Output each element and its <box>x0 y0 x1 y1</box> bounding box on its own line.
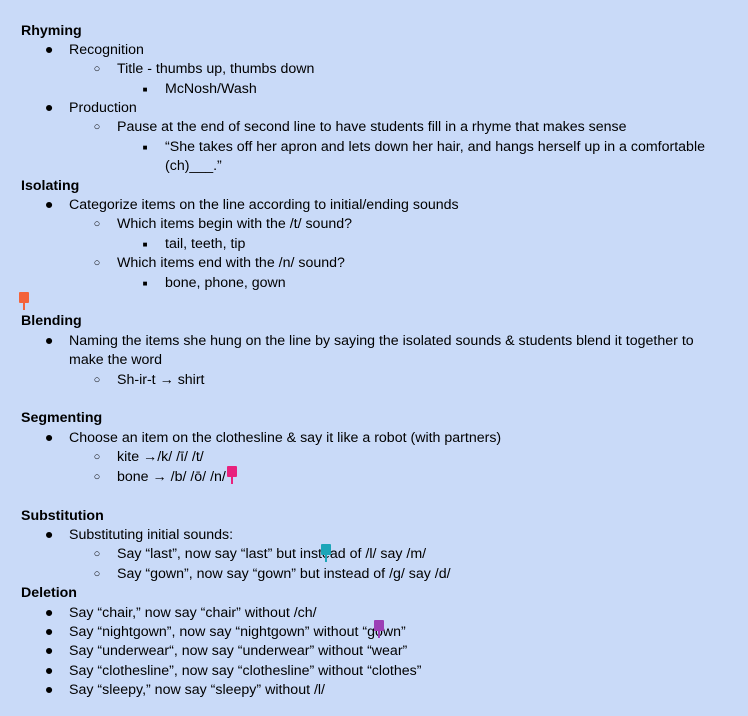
bullet-level1: ● <box>44 527 54 543</box>
heading-segmenting: Segmenting <box>21 410 103 426</box>
bullet-level1: ● <box>44 430 54 446</box>
list-item-bone: bone → /b/ /ō/ /n/ <box>117 469 226 485</box>
bullet-level3: ■ <box>142 279 148 288</box>
bullet-level2: ○ <box>93 121 101 133</box>
list-item-quote-line2: (ch)___.” <box>165 158 222 174</box>
list-item-begin-question: Which items begin with the /t/ sound? <box>117 216 353 232</box>
comment-marker-icon[interactable] <box>227 466 237 484</box>
list-item-underwear: Say “underwear“, now say “underwear” wit… <box>69 643 408 659</box>
list-item-choose: Choose an item on the clothesline & say … <box>69 430 502 446</box>
bullet-level3: ■ <box>142 85 148 94</box>
heading-substitution: Substitution <box>21 508 104 524</box>
comment-marker-icon[interactable] <box>19 292 29 310</box>
bullet-level2: ○ <box>93 471 101 483</box>
bullet-level1: ● <box>44 624 54 640</box>
comment-marker-icon[interactable] <box>321 544 331 562</box>
list-item-shirt: Sh-ir-t → shirt <box>117 372 205 388</box>
list-item-nightgown: Say “nightgown”, now say “nightgown” wit… <box>69 624 406 640</box>
list-item-gown: Say “gown”, now say “gown” but instead o… <box>117 566 451 582</box>
bullet-level1: ● <box>44 605 54 621</box>
list-item-recognition: Recognition <box>69 42 144 58</box>
heading-isolating: Isolating <box>21 178 80 194</box>
bullet-level2: ○ <box>93 451 101 463</box>
bullet-level3: ■ <box>142 240 148 249</box>
bullet-level1: ● <box>44 100 54 116</box>
bullet-level2: ○ <box>93 374 101 386</box>
bullet-level2: ○ <box>93 63 101 75</box>
bullet-level1: ● <box>44 682 54 698</box>
bullet-level1: ● <box>44 643 54 659</box>
list-item-end-answer: bone, phone, gown <box>165 275 286 291</box>
list-item-naming-line2: make the word <box>69 352 163 368</box>
bullet-level1: ● <box>44 663 54 679</box>
bullet-level1: ● <box>44 333 54 349</box>
list-item-title: Title - thumbs up, thumbs down <box>117 61 315 77</box>
list-item-pause: Pause at the end of second line to have … <box>117 119 627 135</box>
bullet-level3: ■ <box>142 143 148 152</box>
list-item-quote-line1: “She takes off her apron and lets down h… <box>165 139 705 155</box>
list-item-kite: kite →/k/ /ī/ /t/ <box>117 449 204 465</box>
bullet-level1: ● <box>44 42 54 58</box>
comment-marker-icon[interactable] <box>374 620 384 638</box>
list-item-sleepy: Say “sleepy,” now say “sleepy” without /… <box>69 682 325 698</box>
list-item-production: Production <box>69 100 137 116</box>
list-item-initial-sounds: Substituting initial sounds: <box>69 527 234 543</box>
list-item-last: Say “last”, now say “last” but instead o… <box>117 546 427 562</box>
list-item-begin-answer: tail, teeth, tip <box>165 236 246 252</box>
bullet-level2: ○ <box>93 548 101 560</box>
bullet-level1: ● <box>44 197 54 213</box>
heading-deletion: Deletion <box>21 585 77 601</box>
bullet-level2: ○ <box>93 257 101 269</box>
list-item-chair: Say “chair,” now say “chair” without /ch… <box>69 605 317 621</box>
heading-rhyming: Rhyming <box>21 23 82 39</box>
list-item-end-question: Which items end with the /n/ sound? <box>117 255 345 271</box>
bullet-level2: ○ <box>93 568 101 580</box>
heading-blending: Blending <box>21 313 82 329</box>
list-item-mcnosh: McNosh/Wash <box>165 81 257 97</box>
list-item-naming-line1: Naming the items she hung on the line by… <box>69 333 694 349</box>
bullet-level2: ○ <box>93 218 101 230</box>
list-item-categorize: Categorize items on the line according t… <box>69 197 459 213</box>
list-item-clothesline: Say “clothesline”, now say “clothesline”… <box>69 663 422 679</box>
